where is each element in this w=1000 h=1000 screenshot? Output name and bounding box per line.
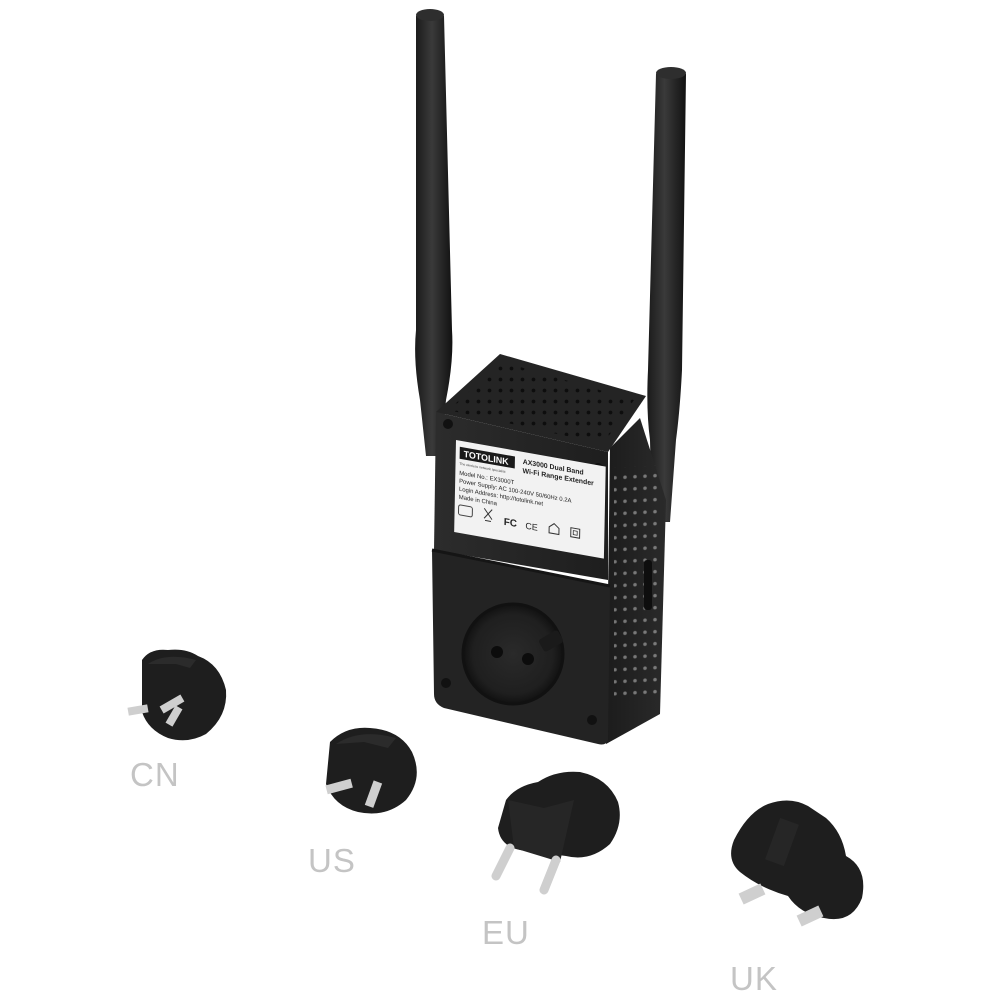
weee-icon: [483, 508, 493, 522]
us-plug-adapter: [325, 727, 417, 814]
us-plug-label: US: [308, 842, 356, 879]
cn-plug-label: CN: [130, 756, 180, 793]
right-antenna: [647, 67, 686, 522]
ce-mark: CE: [525, 521, 538, 533]
uk-plug-label: UK: [730, 960, 778, 997]
uk-plug-adapter: [731, 800, 864, 927]
eu-plug-label: EU: [482, 914, 530, 951]
product-label: TOTOLINK The wireless network specialist…: [454, 440, 606, 559]
left-antenna: [415, 9, 453, 456]
eu-plug-adapter: [491, 771, 620, 895]
house-icon: [548, 523, 560, 536]
fcc-mark: FC: [504, 517, 517, 530]
double-insulation-icon: [570, 527, 581, 539]
recycle-icon: [458, 504, 473, 518]
extender-body: [431, 354, 666, 745]
cn-plug-adapter: [127, 649, 227, 741]
brand-logo: [459, 446, 515, 469]
